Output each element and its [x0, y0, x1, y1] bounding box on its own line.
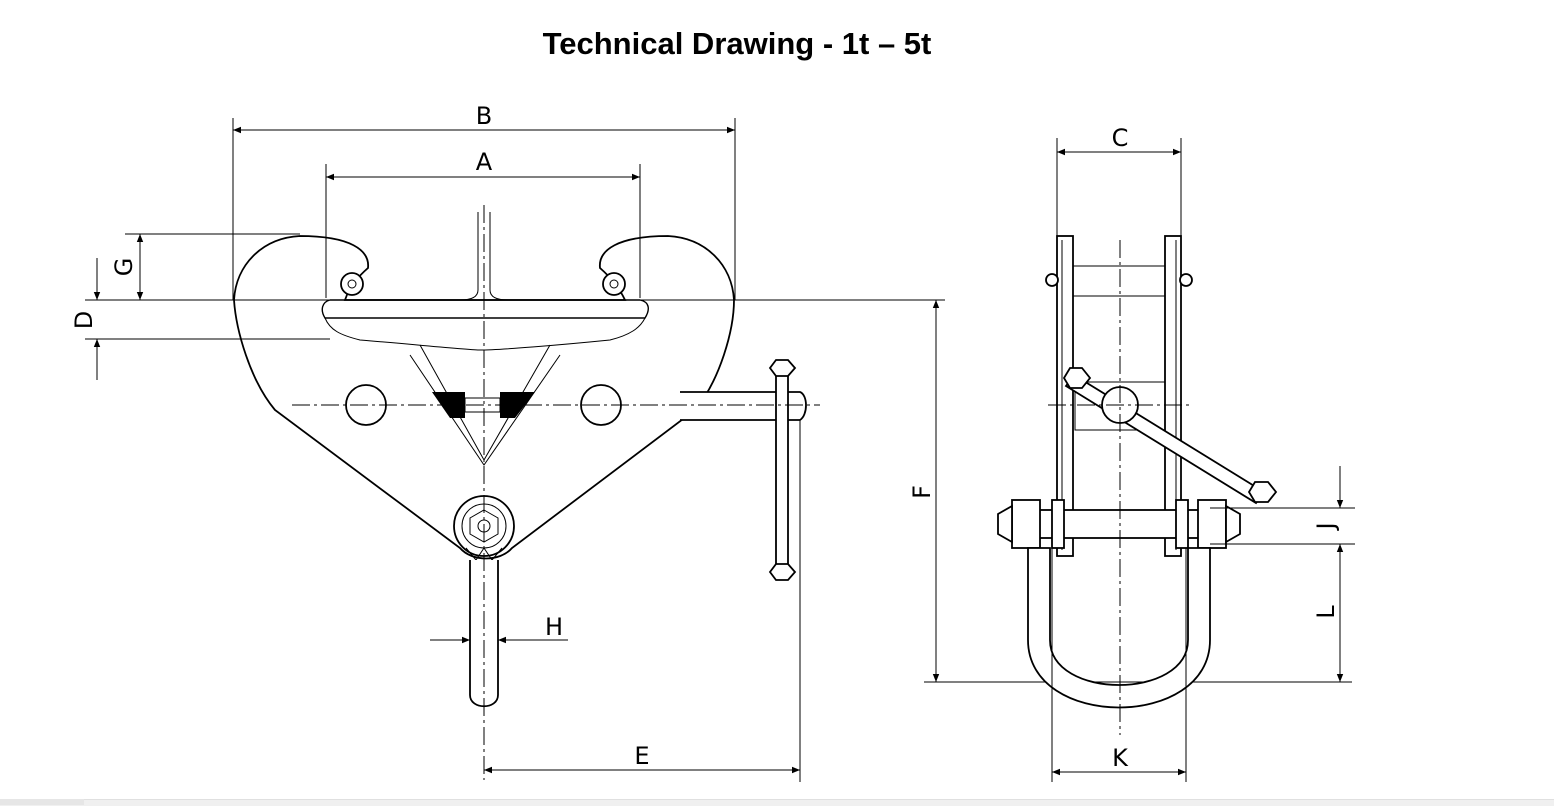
front-view [233, 205, 820, 780]
label-A: A [476, 148, 493, 176]
clamp-body [233, 235, 735, 560]
drawing-title: Technical Drawing - 1t – 5t [542, 26, 932, 61]
side-view [997, 235, 1278, 735]
label-F: F [908, 485, 936, 499]
label-C: C [1112, 124, 1129, 152]
pin-right [602, 272, 626, 296]
label-L: L [1312, 605, 1340, 619]
u-shackle [1027, 547, 1211, 709]
front-dimensions [85, 118, 1352, 782]
label-K: K [1112, 744, 1129, 772]
pin-left [340, 272, 364, 296]
bottom-tab [0, 799, 84, 805]
label-B: B [476, 102, 492, 130]
label-J: J [1312, 522, 1340, 531]
bottom-strip [0, 799, 1554, 806]
side-plate-left [1056, 235, 1074, 557]
label-D: D [70, 311, 98, 329]
label-E: E [634, 742, 649, 770]
label-G: G [110, 258, 138, 277]
label-H: H [545, 613, 563, 641]
beam-web [459, 212, 479, 301]
side-dimensions [1051, 138, 1355, 782]
handle-shaft [680, 391, 807, 421]
